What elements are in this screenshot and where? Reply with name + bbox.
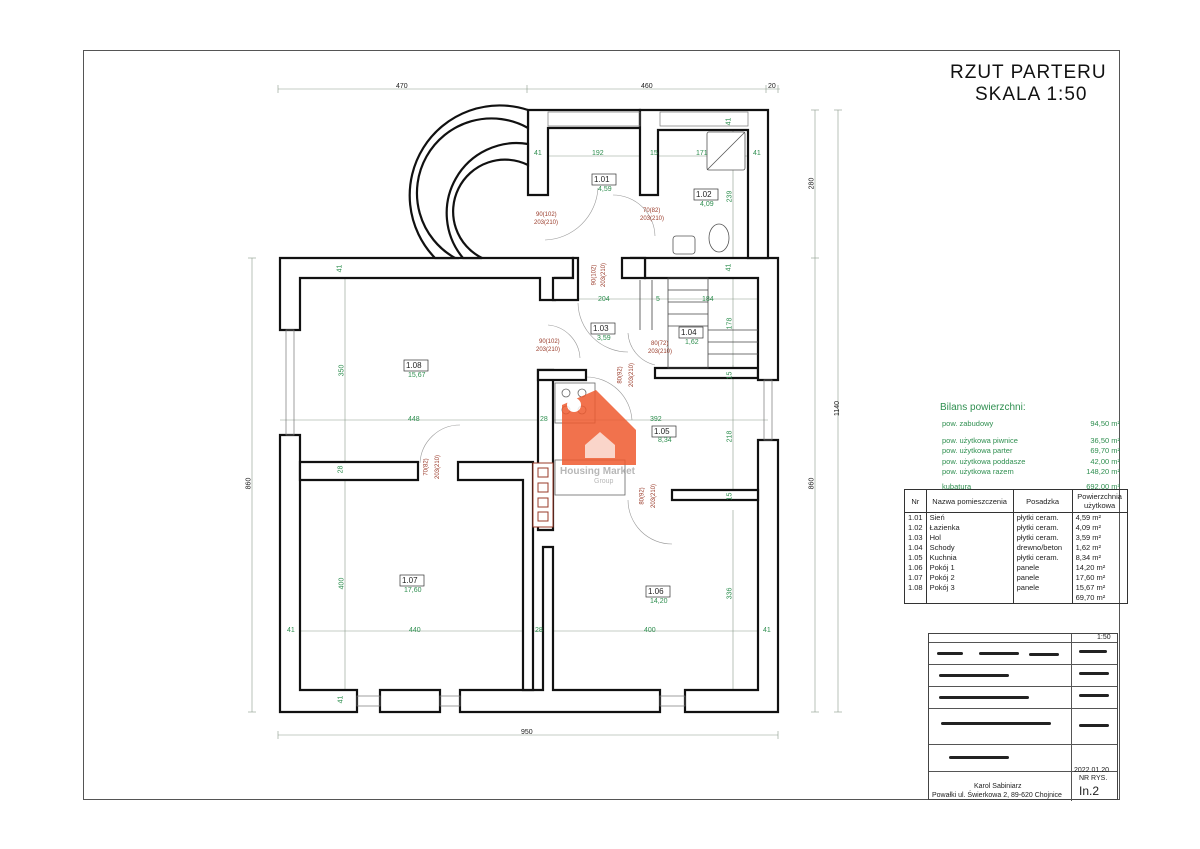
- room-label-boxes: [399, 173, 719, 598]
- title-block-stamp: 1:50 2022.01.20 NR RYS. In.2 Karol Sabin…: [928, 633, 1118, 801]
- stamp-author: Karol Sabiniarz: [974, 783, 1022, 790]
- room-schedule-header: Nr Nazwa pomieszczenia Posadzka Powierzc…: [904, 489, 1128, 513]
- room-schedule-table: Nr Nazwa pomieszczenia Posadzka Powierzc…: [904, 489, 1128, 604]
- table-total-row: 69,70 m²: [904, 593, 1128, 604]
- stamp-sheet-label: NR RYS.: [1079, 775, 1108, 782]
- area-balance-heading: Bilans powierzchni:: [940, 402, 1026, 413]
- drawing-sheet-frame: [83, 50, 1120, 800]
- chimney: [532, 462, 554, 528]
- stamp-date: 2022.01.20: [1074, 767, 1110, 774]
- drawing-title: RZUT PARTERU: [950, 62, 1107, 83]
- walls: [278, 104, 780, 714]
- stamp-scale: 1:50: [1097, 634, 1111, 641]
- door-swings: [419, 187, 673, 545]
- housing-market-logo: [562, 390, 636, 465]
- stamp-sheet-number: In.2: [1079, 784, 1100, 798]
- drawing-scale: SKALA 1:50: [975, 84, 1088, 105]
- windows: [285, 111, 773, 707]
- stamp-address: Powałki ul. Świerkowa 2, 89-620 Chojnice: [932, 792, 1062, 799]
- bathroom-fixtures: [672, 131, 746, 255]
- stairs: [639, 277, 758, 369]
